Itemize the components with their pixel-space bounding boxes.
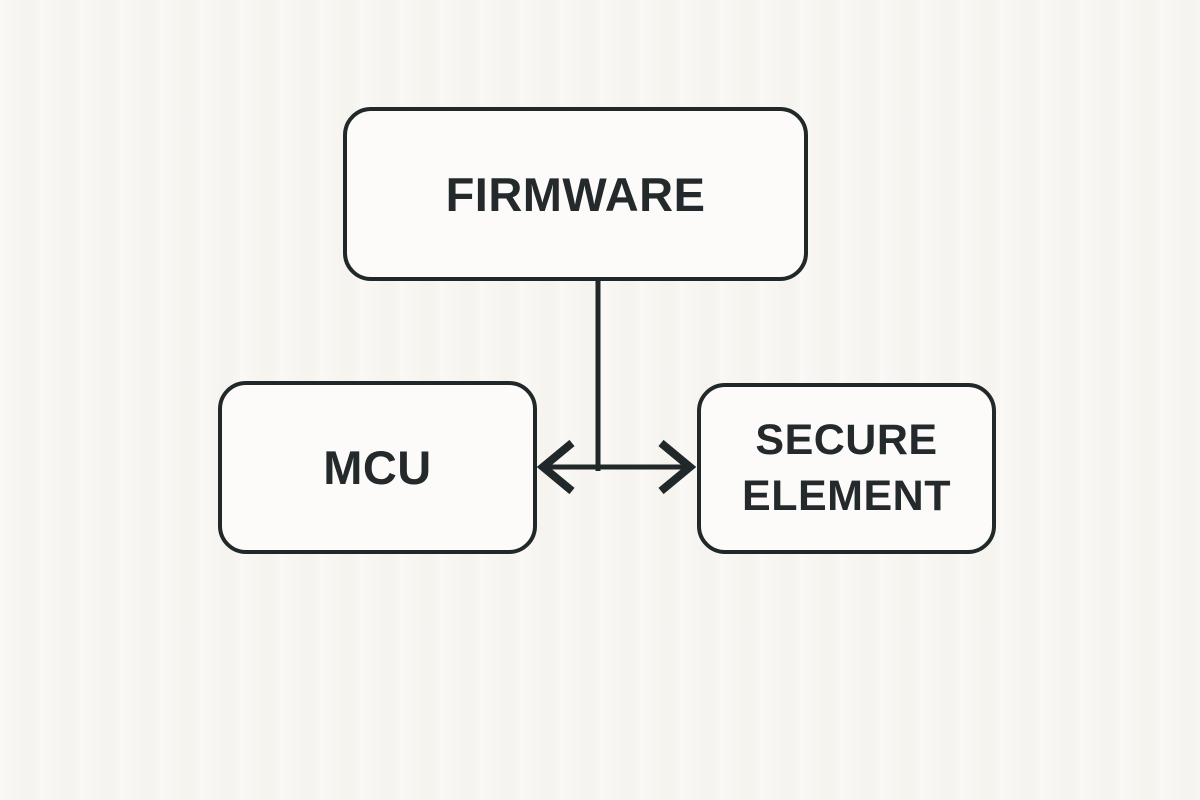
node-mcu-label: MCU <box>323 441 432 494</box>
node-mcu: MCU <box>218 381 537 554</box>
node-firmware: FIRMWARE <box>343 107 808 281</box>
arrowhead-left-icon <box>536 439 575 495</box>
arrowhead-right-icon <box>658 439 697 495</box>
node-secure-element: SECURE ELEMENT <box>697 383 996 554</box>
node-firmware-label: FIRMWARE <box>445 167 706 221</box>
node-secure-element-label: SECURE ELEMENT <box>742 416 951 520</box>
